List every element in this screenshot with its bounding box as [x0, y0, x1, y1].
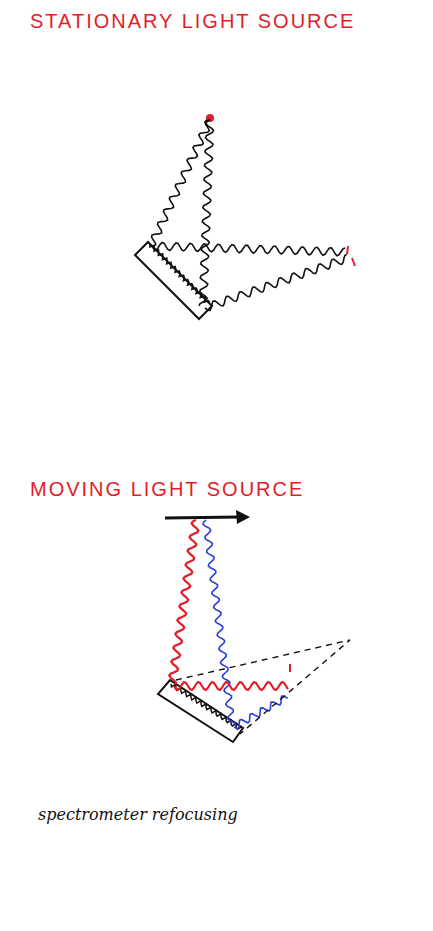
red-shifted-ray	[169, 520, 198, 685]
blue-shifted-ray	[234, 696, 288, 729]
light-ray	[152, 120, 210, 246]
light-ray	[152, 242, 345, 255]
section-heading: STATIONARY LIGHT SOURCE	[30, 10, 355, 33]
motion-arrow	[165, 517, 240, 518]
refocus-dashed-path	[176, 640, 350, 734]
red-shifted-ray	[174, 682, 288, 690]
grating-body	[158, 680, 243, 742]
focus-mark	[352, 258, 355, 266]
motion-arrowhead	[236, 510, 250, 524]
light-ray	[199, 120, 213, 306]
handwritten-note: spectrometer refocusing	[38, 805, 238, 824]
focus-mark	[347, 246, 348, 254]
focus-mark	[289, 664, 291, 672]
grating-body	[135, 242, 212, 319]
blue-shifted-ray	[203, 520, 235, 726]
section-heading: MOVING LIGHT SOURCE	[30, 478, 304, 501]
light-ray	[205, 255, 347, 311]
